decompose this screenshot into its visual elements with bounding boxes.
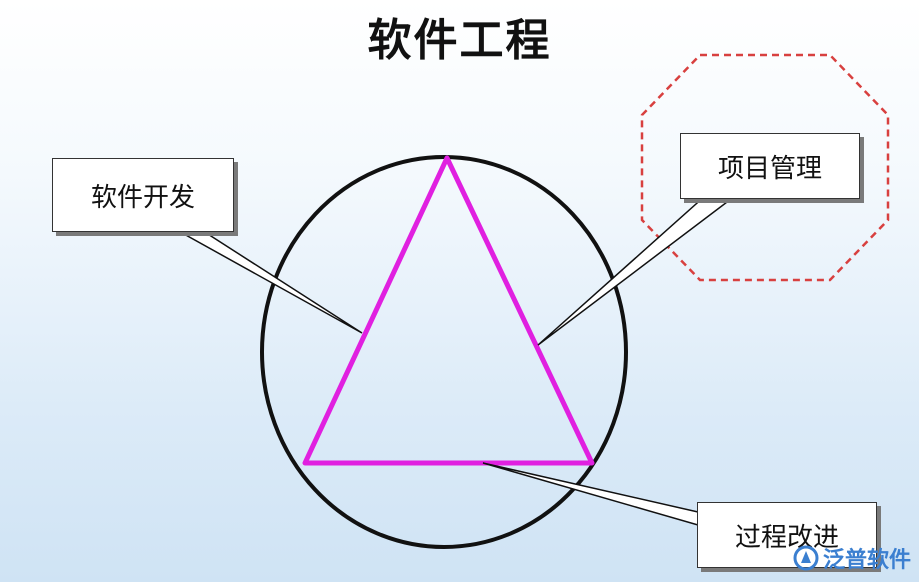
watermark-text: 泛普软件: [822, 548, 911, 573]
callout-pointer-pm: [537, 195, 738, 346]
process-triangle: [302, 155, 595, 466]
callout-pointer-dev: [172, 228, 363, 334]
label-project-management: 项目管理: [680, 133, 860, 199]
outer-circle: [260, 155, 628, 549]
label-process-improvement: 过程改进: [697, 502, 877, 568]
diagram-title: 软件工程: [367, 15, 552, 66]
watermark: 泛普软件: [793, 542, 911, 574]
callout-pointer-process: [482, 462, 699, 526]
label-software-development: 软件开发: [52, 158, 234, 232]
fanpu-logo-icon: [793, 545, 819, 571]
highlight-octagon: [640, 53, 890, 282]
